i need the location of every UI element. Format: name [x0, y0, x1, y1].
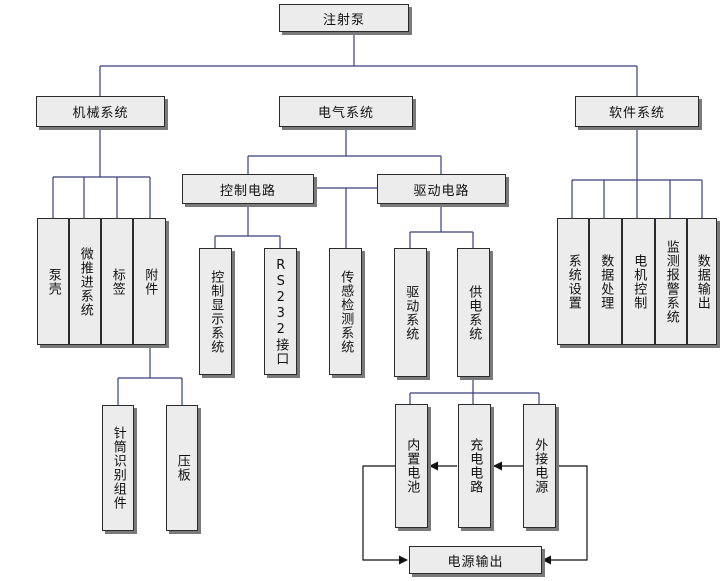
pump-housing-node: 泵壳	[37, 218, 69, 345]
power-supply-node: 供电系统	[457, 248, 490, 377]
drive-system-node: 驱动系统	[394, 248, 427, 377]
software-system-node: 软件系统	[575, 96, 699, 127]
label-node: 标签	[101, 218, 133, 345]
system-settings-node: 系统设置	[557, 218, 589, 345]
charging-circuit-node: 充电电路	[458, 404, 491, 528]
electrical-system-node: 电气系统	[279, 96, 413, 127]
drive-circuit-node: 驱动电路	[377, 174, 506, 204]
sensor-detection-node: 传感检测系统	[329, 248, 362, 375]
control-display-node: 控制显示系统	[199, 248, 232, 375]
accessory-node: 附件	[133, 218, 166, 345]
root-node: 注射泵	[279, 4, 409, 32]
micro-propulsion-node: 微推进系统	[69, 218, 101, 345]
motor-control-node: 电机控制	[622, 218, 655, 345]
pressure-plate-node: 压板	[166, 405, 198, 531]
data-processing-node: 数据处理	[589, 218, 622, 345]
data-output-node: 数据输出	[687, 218, 717, 345]
power-output-node: 电源输出	[409, 546, 542, 574]
control-circuit-node: 控制电路	[182, 174, 314, 204]
mechanical-system-node: 机械系统	[36, 96, 165, 127]
monitor-alarm-node: 监测报警系统	[655, 218, 687, 345]
rs232-interface-node: RS232接口	[264, 248, 297, 375]
syringe-id-node: 针筒识别组件	[102, 405, 134, 531]
external-power-node: 外接电源	[523, 404, 556, 528]
internal-battery-node: 内置电池	[395, 404, 428, 528]
